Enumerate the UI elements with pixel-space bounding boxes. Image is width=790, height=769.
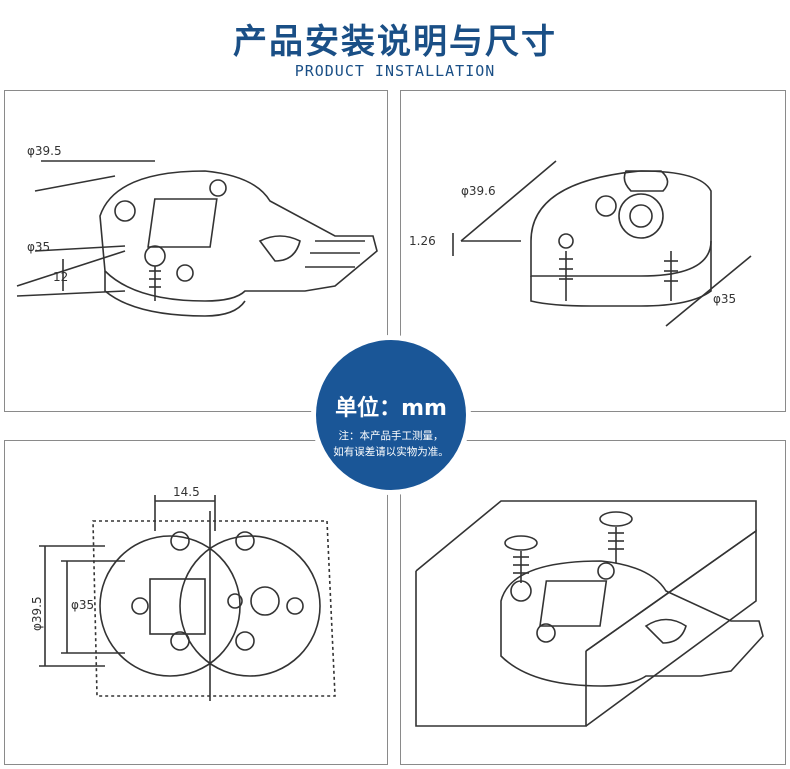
- dim-cup-diameter: φ35: [71, 598, 94, 612]
- cup-side-drawing: φ39.6 1.26 φ35: [409, 160, 752, 327]
- measurement-note: 注：本产品手工测量， 如有误差请以实物为准。: [322, 428, 460, 460]
- dim-outer-diameter: φ39.6: [461, 184, 496, 198]
- top-view-drawing: 14.5 φ35 φ39.5: [30, 485, 336, 701]
- dim-cup-diameter: φ35: [713, 292, 736, 306]
- dim-height: 12: [53, 270, 68, 284]
- page-subtitle: PRODUCT INSTALLATION: [294, 62, 496, 80]
- page-title: 产品安装说明与尺寸: [233, 22, 557, 62]
- dim-cup-diameter: φ35: [27, 240, 50, 254]
- note-line-2: 如有误差请以实物为准。: [333, 446, 449, 458]
- panel-top-view: 14.5 φ35 φ39.5: [4, 440, 388, 765]
- dim-width: 14.5: [173, 485, 200, 499]
- unit-label: 单位：mm: [335, 396, 447, 421]
- note-line-1: 注：本产品手工测量，: [338, 430, 444, 442]
- panel-hinge-perspective: φ39.5 φ35 12: [4, 90, 388, 412]
- hinge-perspective-drawing: φ39.5 φ35 12: [16, 144, 378, 317]
- installation-drawing: [415, 500, 764, 727]
- unit-badge: 单位：mm 注：本产品手工测量， 如有误差请以实物为准。: [316, 340, 466, 490]
- panel-cup-side: φ39.6 1.26 φ35: [400, 90, 786, 412]
- dim-outer-diameter: φ39.5: [30, 596, 44, 631]
- dim-outer-diameter: φ39.5: [27, 144, 62, 158]
- panel-installation: [400, 440, 786, 765]
- dim-flange-thickness: 1.26: [409, 234, 436, 248]
